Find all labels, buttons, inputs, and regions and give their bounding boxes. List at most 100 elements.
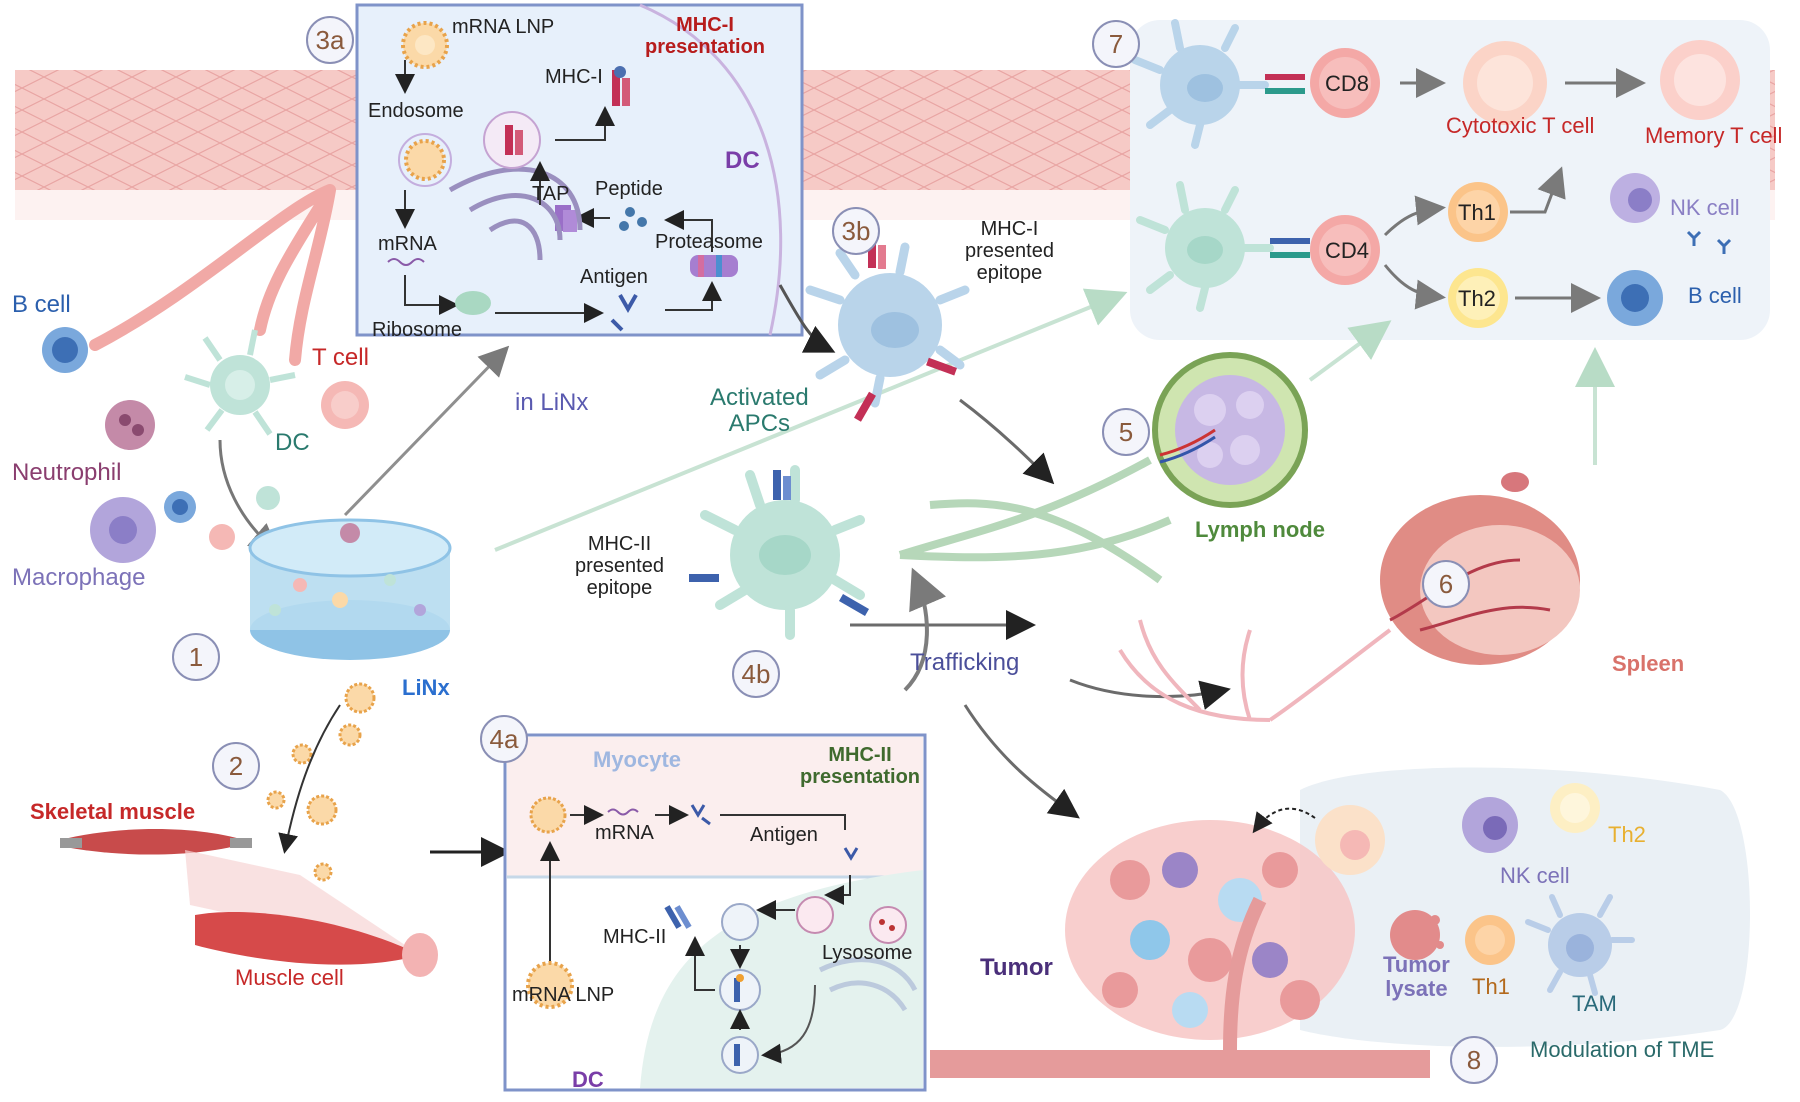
lnp-particles-icon	[266, 682, 376, 882]
in-linx-label: in LiNx	[515, 389, 589, 416]
proteasome-label: Proteasome	[655, 231, 763, 253]
antigen-icon-3a	[610, 294, 638, 332]
b-cell-label: B cell	[12, 291, 71, 318]
step-4b-badge: 4b	[732, 650, 780, 698]
lysosome-icon	[869, 906, 907, 944]
t-cell-icon	[321, 381, 369, 429]
th1-p8-icon	[1465, 915, 1515, 965]
p3a-mrna-label: mRNA	[378, 233, 437, 255]
antibody-icons	[1686, 230, 1732, 254]
th2-p8-icon	[1550, 783, 1600, 833]
p4a-mrna-label: mRNA	[595, 822, 654, 844]
tumor-lysate-label: Tumor lysate	[1383, 952, 1450, 1002]
vesicle-a-icon	[721, 903, 759, 941]
small-t-cell-icon	[209, 524, 235, 550]
panel-7-bg	[1130, 20, 1770, 340]
mhc1-vesicle-icon	[483, 111, 541, 169]
dc-tumor-icon	[1315, 805, 1385, 875]
p4a-dc-label: DC	[572, 1067, 604, 1092]
mrna-lnp-3a-icon	[401, 21, 449, 69]
p3a-dc-label: DC	[725, 147, 760, 174]
mrna-squiggle-4a	[607, 808, 639, 816]
cytotoxic-t-cell-label: Cytotoxic T cell	[1446, 113, 1595, 138]
macrophage-icon	[90, 497, 156, 563]
p3a-antigen-label: Antigen	[580, 266, 648, 288]
cd4-cell-icon	[1310, 215, 1380, 285]
step-2-badge: 2	[212, 742, 260, 790]
neutrophil-label: Neutrophil	[12, 459, 122, 486]
th2-cell-icon	[1448, 268, 1508, 328]
nk-cell-label: NK cell	[1670, 195, 1740, 220]
t-cell-label: T cell	[312, 344, 369, 371]
nk-cell-p8-icon	[1462, 797, 1518, 853]
lymphatic-vessels	[898, 456, 1172, 584]
memory-t-cell-label: Memory T cell	[1645, 123, 1783, 148]
dc-label: DC	[275, 429, 310, 456]
neutrophil-icon	[105, 400, 155, 450]
th1-cell-icon	[1448, 182, 1508, 242]
th1-label: Th1	[1458, 200, 1496, 225]
modulation-tme-label: Modulation of TME	[1530, 1037, 1715, 1062]
vesicle-c-icon	[721, 1036, 759, 1074]
panel-8-bg	[1300, 767, 1750, 1047]
step-3b-badge: 3b	[832, 207, 880, 255]
tap-label: TAP	[532, 183, 570, 205]
b-cell-p7-icon	[1607, 270, 1663, 326]
cd4-label: CD4	[1325, 238, 1370, 263]
endosome-4a-icon	[796, 896, 834, 934]
lymph-node-label: Lymph node	[1195, 517, 1325, 542]
p3a-mrna-lnp-label: mRNA LNP	[452, 16, 555, 38]
muscle-cell-label: Muscle cell	[235, 965, 344, 990]
linx-scaffold-icon	[248, 518, 452, 660]
nk-cell-icon	[1610, 173, 1660, 223]
activated-apcs-label: Activated APCs	[710, 384, 809, 438]
cytotoxic-t-cell-icon	[1463, 41, 1547, 125]
mrna-lnp-4a-icon	[529, 796, 567, 834]
dc-4b-icon	[689, 465, 869, 640]
p8-th1-label: Th1	[1472, 974, 1510, 999]
tumor-lysate-icon	[1390, 910, 1444, 960]
mrna-lnp-dc-icon	[526, 961, 574, 1009]
p8-nk-cell-label: NK cell	[1500, 863, 1570, 888]
mhc1-surface-icon	[612, 66, 630, 106]
spleen-vessels	[1118, 619, 1392, 722]
mhc1-label: MHC-I	[545, 66, 603, 88]
cd8-cell-icon	[1310, 48, 1380, 118]
endosome-lnp-icon	[398, 133, 452, 187]
skeletal-muscle-icon	[60, 828, 252, 855]
golgi-4a	[818, 957, 918, 1012]
cd8-label: CD8	[1325, 71, 1370, 96]
lymph-node-icon	[1152, 352, 1308, 508]
tumor-icon	[1065, 820, 1355, 1040]
tumor-label: Tumor	[980, 954, 1053, 981]
step-3a-badge: 3a	[306, 16, 354, 64]
p7-b-cell-label: B cell	[1688, 283, 1742, 308]
dc-cd8-presenting-icon	[1131, 19, 1305, 149]
step-7-badge: 7	[1092, 20, 1140, 68]
p4a-antigen-label: Antigen	[750, 824, 818, 846]
p4a-title: MHC-II presentation	[800, 744, 921, 788]
vesicle-b-icon	[719, 969, 761, 1011]
peptide-label: Peptide	[595, 178, 663, 200]
proteasome-icon	[690, 255, 738, 277]
myocyte-label: Myocyte	[593, 747, 682, 772]
antigen-icon-4a	[690, 804, 711, 826]
mhc1-epitope-label: MHC-I presented epitope	[965, 218, 1054, 284]
p4a-mrna-lnp-label: mRNA LNP	[512, 984, 615, 1006]
spleen-icon	[1380, 472, 1580, 665]
spleen-label: Spleen	[1612, 651, 1685, 676]
b-cell-icon	[42, 327, 88, 373]
mhc2-surface-icon	[664, 905, 692, 929]
ribosome-icon	[455, 291, 491, 315]
mhc2-epitope-label: MHC-II presented epitope	[575, 533, 664, 599]
step-5-badge: 5	[1102, 408, 1150, 456]
memory-t-cell-icon	[1660, 40, 1740, 120]
trafficking-label: Trafficking	[910, 649, 1020, 676]
th2-label: Th2	[1458, 286, 1496, 311]
activated-dc-3b-icon	[805, 238, 970, 422]
macrophage-label: Macrophage	[12, 564, 146, 591]
small-b-cell-icon	[164, 491, 196, 523]
endosome-label: Endosome	[368, 100, 464, 122]
